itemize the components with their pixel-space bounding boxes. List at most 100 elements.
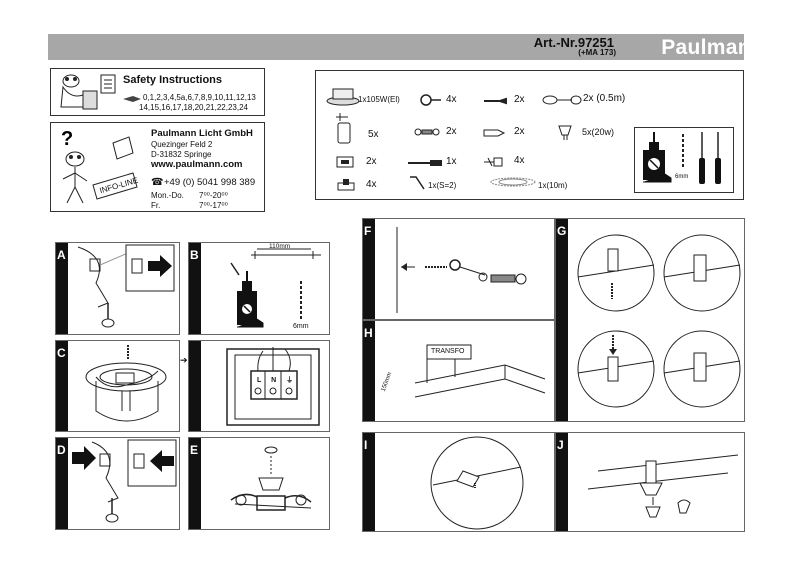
phone-icon: ☎ (151, 177, 164, 188)
step-i-panel: I (362, 432, 555, 532)
step-c-label: C (57, 346, 66, 360)
safety-line2: 14,15,16,17,18,20,21,22,23,24 (139, 103, 248, 112)
step-b-panel: B 110mm 6mm (188, 242, 330, 335)
step-d-illustration (72, 439, 177, 523)
turnbuckle-icon (414, 128, 440, 136)
company-website[interactable]: www.paulmann.com (151, 159, 243, 170)
step-j-illustration (587, 454, 739, 518)
step-b-label-bar: B (189, 243, 201, 334)
step-c-label-bar: C (56, 341, 68, 431)
step-c-illustration (85, 345, 167, 422)
company-street: Quezinger Feld 2 (151, 140, 213, 149)
step-b-label: B (190, 248, 199, 262)
part-transformer-qty: 1x105W(El) (358, 95, 400, 104)
step-e-label: E (190, 443, 199, 457)
cable-clip-icon (484, 157, 503, 167)
header-bar (48, 34, 744, 60)
step-c-detail-bar (189, 341, 201, 431)
step-a-illustration (77, 244, 175, 328)
screwdriver-small-icon (408, 160, 442, 166)
parts-list-box: 1x105W(El) 4x 2x 2x (0.5m) 5x 2x 2x 5x(2… (315, 70, 744, 200)
hours-fr-label: Fr. (151, 201, 161, 210)
tools-box: 6mm (634, 127, 734, 193)
part-turnbuckle-qty: 2x (446, 126, 457, 137)
part-wire-coil-qty: 1x(10m) (538, 181, 568, 190)
part-connector-qty: 2x (366, 156, 377, 167)
step-h-transfo-label: TRANSFO (431, 348, 465, 355)
step-c-panel: C (55, 340, 180, 432)
step-g-label-bar: G (556, 219, 568, 421)
step-b-illustration (230, 248, 321, 328)
step-d-label: D (57, 443, 66, 457)
hours-mon-value: 7⁰⁰-20⁰⁰ (199, 191, 228, 200)
step-i-illustration (430, 436, 524, 530)
part-dowel-qty: 2x (514, 126, 525, 137)
brand-logo: Paulmann (661, 36, 764, 59)
step-i-label-bar: I (363, 433, 375, 531)
contact-box: ? INFO-LINE Paulmann Licht GmbH Quezinge… (50, 122, 265, 212)
transformer-icon (326, 88, 360, 106)
step-f-illustration (396, 227, 527, 313)
step-j-label: J (557, 438, 564, 452)
pointing-hand-icon (123, 96, 141, 102)
step-g-label: G (557, 224, 567, 238)
step-f-label: F (364, 224, 372, 238)
connector-block-icon (336, 156, 354, 168)
halogen-lamp-icon (558, 125, 572, 140)
safety-box: Safety Instructions 0,1,2,3,4,5a,6,7,8,9… (50, 68, 265, 116)
step-a-label-bar: A (56, 243, 68, 334)
company-city: D-31832 Springe (151, 150, 212, 159)
safety-title: Safety Instructions (123, 74, 223, 86)
screw-icon (484, 97, 507, 105)
frog-question-icon: ? (61, 128, 138, 204)
svg-text:?: ? (61, 128, 73, 150)
cable-holder-icon (336, 113, 351, 144)
hours-fr-value: 7⁰⁰-17⁰⁰ (199, 201, 228, 210)
step-c-wiring-illustration (226, 347, 320, 426)
step-c-terminal-labels: L N ⏚ (257, 377, 298, 384)
step-b-dim-label: 110mm (269, 243, 291, 250)
step-h-panel: H TRANSFO 150mm (362, 320, 555, 422)
step-f-label-bar: F (363, 219, 375, 319)
step-b-drill-label: 6mm (293, 323, 309, 330)
step-j-label-bar: J (556, 433, 568, 531)
step-a-panel: A (55, 242, 180, 335)
part-wire-loop-qty: 2x (0.5m) (583, 93, 626, 104)
terminal-icon (337, 179, 355, 191)
safety-line1: 0,1,2,3,4,5a,6,7,8,9,10,11,12,13 (143, 93, 256, 102)
part-cable-holder-qty: 5x (368, 129, 379, 140)
step-e-panel: E (188, 437, 330, 530)
step-a-label: A (57, 248, 66, 262)
phone-number[interactable]: +49 (0) 5041 998 389 (164, 177, 256, 188)
wire-coil-icon (490, 177, 536, 187)
step-c-detail-panel: L N ⏚ (188, 340, 330, 432)
allen-key-icon (410, 176, 425, 190)
step-j-panel: J (555, 432, 745, 532)
part-terminal-qty: 4x (366, 179, 377, 190)
frog-reading-icon (60, 74, 116, 110)
step-h-label-bar: H (363, 321, 375, 421)
ma-number: (+MA 173) (578, 48, 616, 57)
hours-mon-label: Mon.-Do. (151, 191, 184, 200)
drill-and-screwdrivers-icon (643, 132, 721, 184)
step-c-arrow-icon: ➔ (180, 355, 188, 365)
part-allen-key-qty: 1x(S=2) (428, 181, 457, 190)
step-d-panel: D (55, 437, 180, 530)
step-e-illustration (230, 446, 312, 511)
article-number: Art.-Nr.97251 (533, 35, 614, 50)
step-i-label: I (364, 438, 368, 452)
part-eye-hook-qty: 4x (446, 94, 457, 105)
company-name: Paulmann Licht GmbH (151, 128, 253, 139)
step-f-panel: F (362, 218, 555, 320)
part-cable-clip-qty: 4x (514, 155, 525, 166)
step-h-label: H (364, 326, 373, 340)
step-d-label-bar: D (56, 438, 68, 529)
eye-hook-icon (420, 94, 441, 106)
step-h-illustration (414, 344, 546, 398)
step-e-label-bar: E (189, 438, 201, 529)
dowel-icon (483, 129, 506, 137)
step-g-panel: G (555, 218, 745, 422)
part-screw-qty: 2x (514, 94, 525, 105)
tool-drill-label: 6mm (675, 174, 689, 180)
step-g-illustration (577, 234, 741, 408)
